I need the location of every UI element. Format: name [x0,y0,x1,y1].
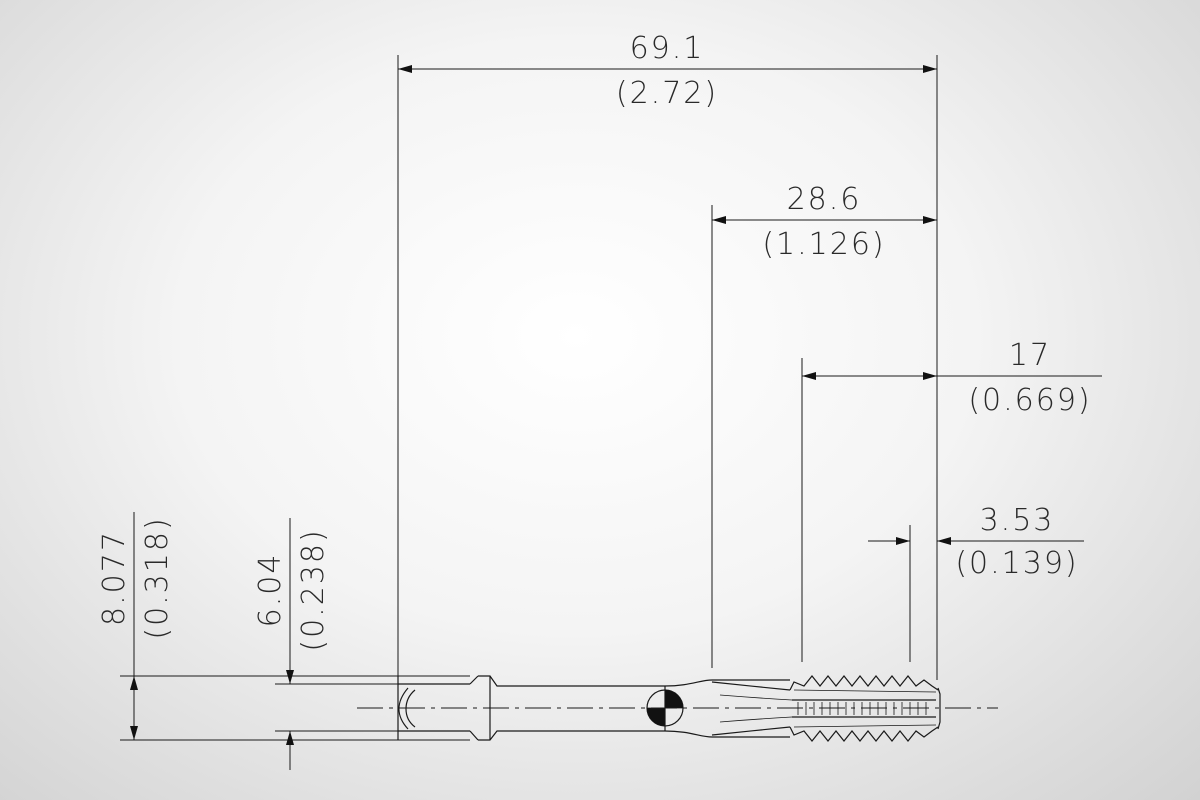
dimension-flute-length: 17 (0.669) [802,338,1102,418]
overall-length-inch: (2.72) [616,76,718,111]
overall-length-mm: 69.1 [630,31,705,66]
shank-diameter-inch: (0.318) [140,516,175,639]
thread-section [789,675,941,742]
square-size-inch: (0.238) [296,528,331,651]
dimension-shank-diameter: 8.077 (0.318) [97,512,175,740]
dimension-overall-length: 69.1 (2.72) [398,31,937,111]
dimension-square-size: 6.04 (0.238) [253,518,331,770]
flute-length-mm: 17 [1009,338,1051,373]
extension-lines [120,55,938,741]
shank-diameter-mm: 8.077 [97,530,132,626]
dimension-thread-length: 28.6 (1.126) [712,182,937,262]
chamfer-length-mm: 3.53 [980,503,1055,538]
dimension-chamfer-length: 3.53 (0.139) [868,503,1084,581]
flute-length-inch: (0.669) [968,383,1091,418]
thread-length-inch: (1.126) [762,227,885,262]
thread-length-mm: 28.6 [787,182,862,217]
tap-body [397,675,793,741]
square-size-mm: 6.04 [253,553,288,628]
chamfer-length-inch: (0.139) [955,546,1078,581]
